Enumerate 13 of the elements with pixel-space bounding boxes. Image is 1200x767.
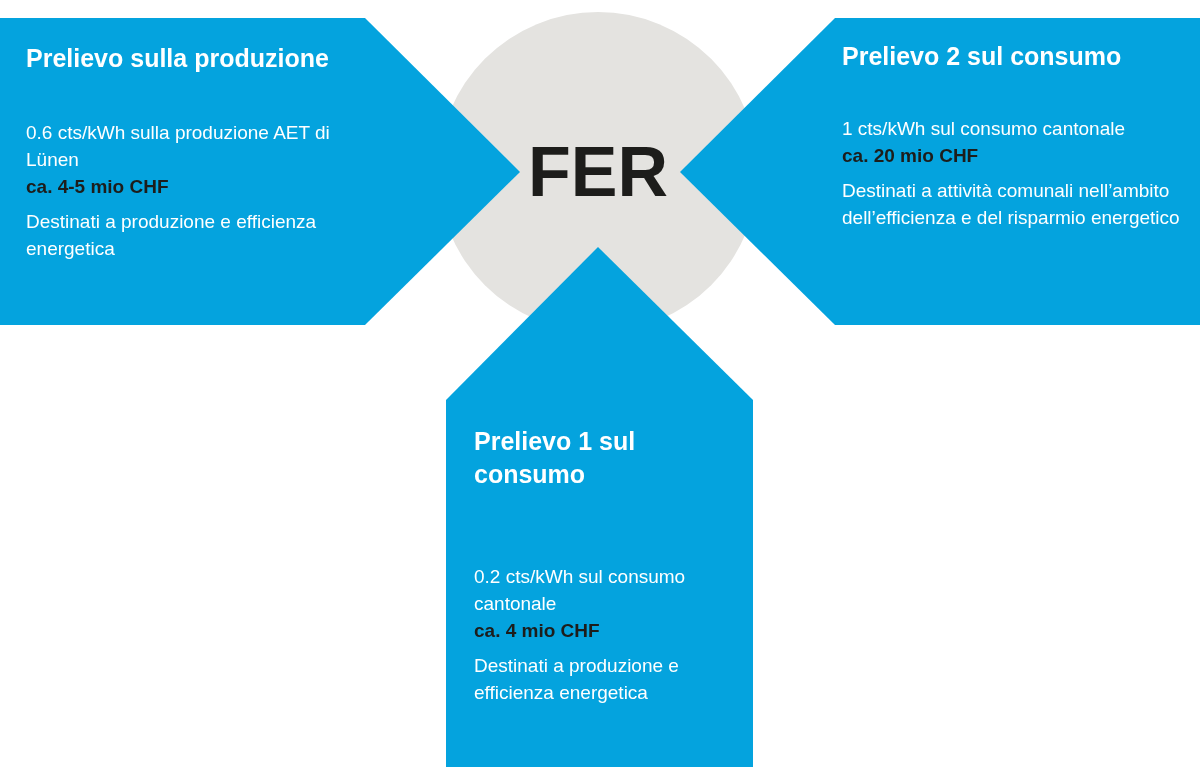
purpose-text: Destinati a attività comunali nell’ambito dell’efficienza e del risparmio energetico <box>842 179 1181 230</box>
amount-text: ca. 20 mio CHF <box>842 144 980 168</box>
circle-label: FER <box>528 132 668 212</box>
amount-text: ca. 4-5 mio CHF <box>26 175 170 199</box>
purpose-text: Destinati a produzione e efficienza energetica <box>26 210 318 261</box>
panel-heading: Prelievo 1 sul consumo <box>474 426 637 490</box>
panel-heading: Prelievo 2 sul consumo <box>842 41 1123 72</box>
panel-heading: Prelievo sulla produzione <box>26 43 330 74</box>
rate-text: 1 cts/kWh sul consumo cantonale <box>842 117 1127 141</box>
rate-text: 0.6 cts/kWh sulla produzione AET di Lünen <box>26 121 331 172</box>
amount-text: ca. 4 mio CHF <box>474 619 601 643</box>
rate-text: 0.2 cts/kWh sul consumo cantonale <box>474 565 687 616</box>
purpose-text: Destinati a produzione e efficienza energetica <box>474 654 680 705</box>
